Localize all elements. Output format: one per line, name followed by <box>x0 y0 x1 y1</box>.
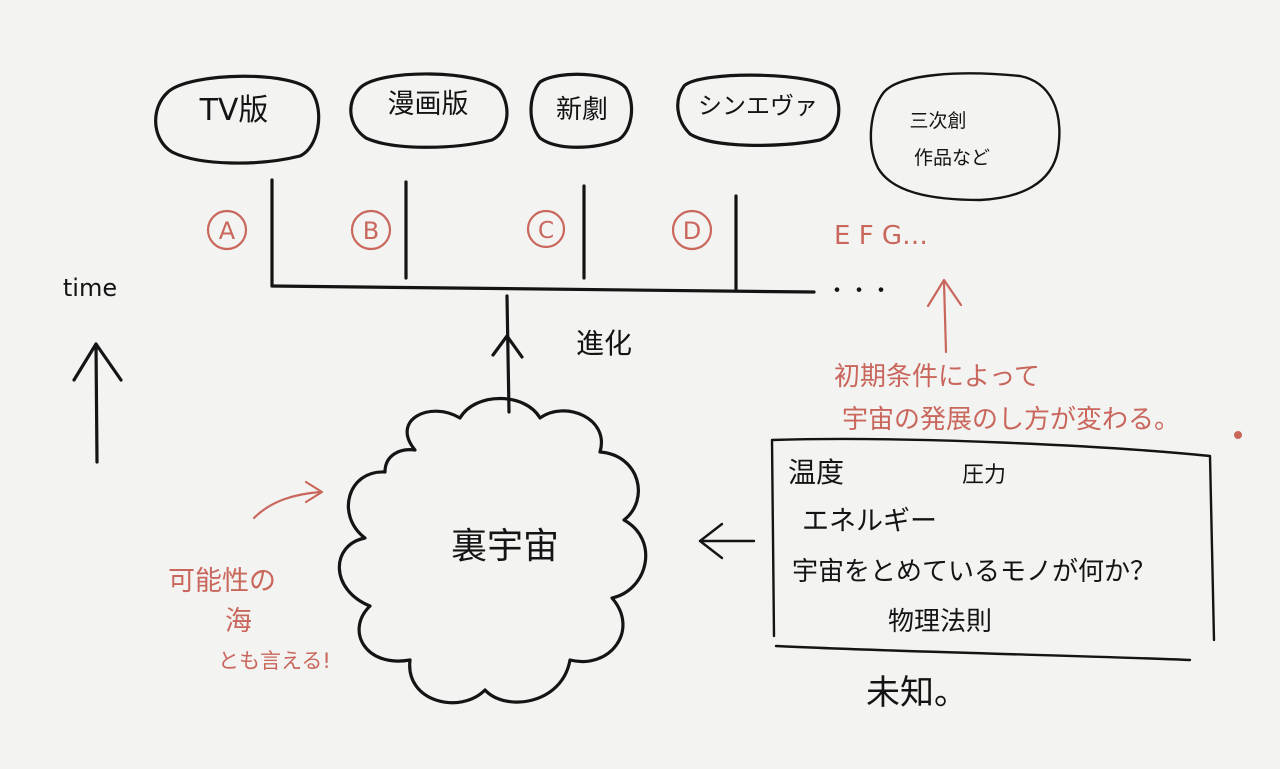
unknown-pressure: 圧力 <box>962 463 1006 488</box>
unknown-physics: 物理法則 <box>888 607 992 637</box>
up-arrow-icon <box>72 342 123 382</box>
timeline-ellipsis: ・・・ <box>826 279 892 304</box>
possibility-line2: 海 <box>225 606 252 637</box>
possibility-line3: とも言える! <box>218 649 331 673</box>
version-label-tv: TV版 <box>199 93 269 128</box>
other-works-line2: 作品など <box>914 147 990 169</box>
version-bubble-shingeki: 新劇 <box>529 72 634 149</box>
initial-condition-line2: 宇宙の発展のし方が変わる。 <box>842 405 1180 435</box>
note-dot <box>1234 431 1242 439</box>
time-axis: time <box>63 274 123 464</box>
source-cloud: 裏宇宙 <box>337 397 648 705</box>
up-arrow-icon <box>491 334 524 359</box>
version-bubble-manga: 漫画版 <box>349 72 509 149</box>
unknown-label: 未知。 <box>866 673 968 713</box>
evolution-label: 進化 <box>576 327 632 360</box>
up-arrow-icon <box>926 278 963 308</box>
possibility-note: 可能性の 海 とも言える! <box>168 480 331 673</box>
time-arrow-shaft <box>94 342 99 464</box>
box-to-cloud-arrow <box>698 522 756 560</box>
version-bubble-shin-eva: シンエヴァ <box>676 73 841 147</box>
more-markers: E F G… <box>834 221 928 251</box>
marker-d: D <box>671 209 713 251</box>
initial-condition-line1: 初期条件によって <box>834 362 1040 392</box>
unknown-energy: エネルギー <box>802 506 937 537</box>
version-label-manga: 漫画版 <box>388 89 469 120</box>
marker-b-letter: B <box>363 217 379 245</box>
evolution-arrow <box>491 294 524 414</box>
marker-a: A <box>206 209 248 251</box>
marker-a-letter: A <box>219 217 236 245</box>
marker-c-letter: C <box>538 218 554 244</box>
unknown-question: 宇宙をとめているモノが何か？ <box>792 557 1156 587</box>
unknown-box: 温度 圧力 エネルギー 宇宙をとめているモノが何か？ 物理法則 <box>770 437 1216 662</box>
version-label-shingeki: 新劇 <box>556 95 608 125</box>
marker-d-letter: D <box>683 217 701 245</box>
other-works-line1: 三次創 <box>909 110 966 132</box>
right-arrow-icon <box>304 480 324 504</box>
unknown-temperature: 温度 <box>788 456 844 489</box>
version-bubble-tv: TV版 <box>154 74 321 165</box>
time-label: time <box>63 274 117 302</box>
other-works-bubble: 三次創 作品など <box>869 72 1061 202</box>
marker-c: C <box>526 209 566 249</box>
timeline: ・・・ <box>270 178 892 304</box>
left-arrow-icon <box>698 522 724 560</box>
source-label: 裏宇宙 <box>451 526 559 567</box>
marker-b: B <box>350 209 392 251</box>
version-label-shin-eva: シンエヴァ <box>698 92 818 120</box>
arrow-shaft <box>252 490 322 520</box>
initial-condition-note: 初期条件によって 宇宙の発展のし方が変わる。 <box>834 278 1180 435</box>
possibility-line1: 可能性の <box>168 566 276 597</box>
